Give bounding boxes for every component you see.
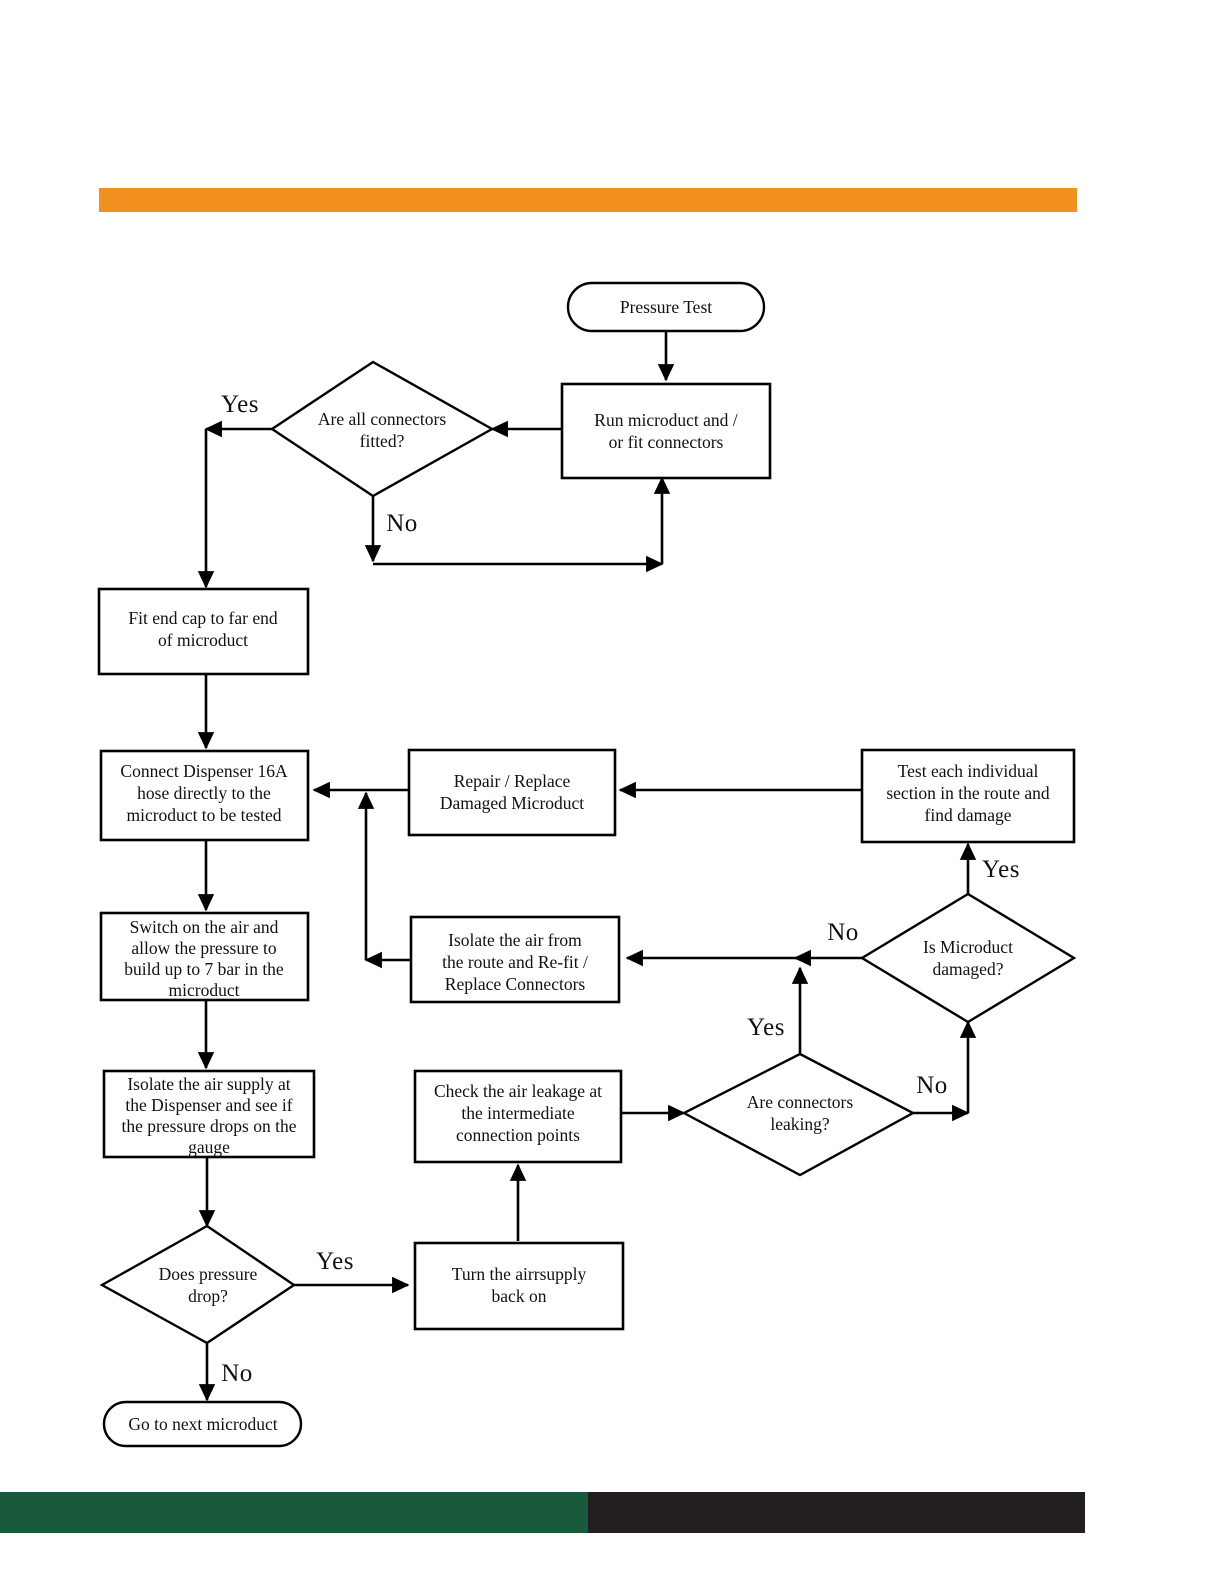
node-test-each-section-line-1: section in the route and: [886, 783, 1050, 803]
node-turn-air-supply-back-on[interactable]: Turn the airrsupply back on: [413, 1241, 625, 1331]
edge-label-leaking-yes: Yes: [747, 1014, 785, 1041]
node-isolate-air-route-line-1: the route and Re-fit /: [442, 952, 588, 972]
node-repair-replace-line-1: Damaged Microduct: [440, 793, 584, 813]
node-switch-on-air-line-3: microduct: [169, 980, 240, 1000]
node-pressure-test[interactable]: Pressure Test: [566, 281, 766, 333]
node-connect-dispenser-line-1: hose directly to the: [137, 783, 271, 803]
node-isolate-air-supply[interactable]: Isolate the air supply at the Dispenser …: [102, 1069, 316, 1159]
node-are-connectors-leaking-line-0: Are connectors: [747, 1092, 854, 1112]
edge-label-pressure-yes: Yes: [316, 1248, 354, 1275]
node-check-air-leakage-line-2: connection points: [456, 1125, 580, 1145]
node-are-all-connectors-fitted-line-1: fitted?: [360, 431, 405, 451]
connector-layer: [197, 331, 977, 1402]
node-go-to-next-microduct[interactable]: Go to next microduct: [102, 1400, 303, 1448]
node-does-pressure-drop[interactable]: Does pressure drop?: [99, 1224, 297, 1345]
node-switch-on-air-line-1: allow the pressure to: [131, 938, 277, 958]
node-run-microduct[interactable]: Run microduct and / or fit connectors: [560, 382, 772, 480]
node-test-each-section-line-0: Test each individual: [898, 761, 1039, 781]
node-turn-air-supply-back-on-line-1: back on: [492, 1286, 547, 1306]
node-isolate-air-route-line-0: Isolate the air from: [448, 930, 582, 950]
edge-label-microduct-yes: Yes: [982, 856, 1020, 883]
edge-label-allfitted-yes: Yes: [221, 391, 259, 418]
orange-accent-bar: [99, 188, 1077, 212]
node-test-each-section-line-2: find damage: [925, 805, 1012, 825]
node-is-microduct-damaged-line-0: Is Microduct: [923, 937, 1013, 957]
node-does-pressure-drop-line-0: Does pressure: [159, 1264, 258, 1284]
node-are-all-connectors-fitted[interactable]: Are all connectors fitted?: [269, 360, 495, 498]
node-switch-on-air-line-2: build up to 7 bar in the: [124, 959, 284, 979]
node-are-all-connectors-fitted-line-0: Are all connectors: [318, 409, 446, 429]
node-connect-dispenser-line-0: Connect Dispenser 16A: [120, 761, 288, 781]
node-test-each-section[interactable]: Test each individual section in the rout…: [860, 748, 1076, 844]
node-is-microduct-damaged-line-1: damaged?: [933, 959, 1004, 979]
node-check-air-leakage-line-0: Check the air leakage at: [434, 1081, 602, 1101]
node-repair-replace[interactable]: Repair / Replace Damaged Microduct: [407, 748, 617, 837]
edge-label-allfitted-no: No: [386, 510, 418, 537]
footer-green-band: [0, 1492, 588, 1533]
node-check-air-leakage[interactable]: Check the air leakage at the intermediat…: [413, 1069, 623, 1164]
node-fit-end-cap[interactable]: Fit end cap to far end of microduct: [97, 587, 310, 676]
node-run-microduct-line-0: Run microduct and /: [594, 410, 738, 430]
node-isolate-air-supply-line-1: the Dispenser and see if: [125, 1095, 292, 1115]
node-check-air-leakage-line-1: the intermediate: [461, 1103, 574, 1123]
node-isolate-air-supply-line-2: the pressure drops on the: [122, 1116, 297, 1136]
edge-label-pressure-no: No: [221, 1360, 253, 1387]
node-turn-air-supply-back-on-line-0: Turn the airrsupply: [452, 1264, 587, 1284]
node-switch-on-air-line-0: Switch on the air and: [130, 917, 279, 937]
node-switch-on-air[interactable]: Switch on the air and allow the pressure…: [99, 911, 310, 1002]
edge-label-microduct-no: No: [827, 919, 859, 946]
node-isolate-air-supply-line-3: gauge: [188, 1137, 230, 1157]
node-are-connectors-leaking-line-1: leaking?: [770, 1114, 830, 1134]
node-repair-replace-line-0: Repair / Replace: [454, 771, 571, 791]
node-pressure-test-line-0: Pressure Test: [620, 297, 712, 317]
node-connect-dispenser[interactable]: Connect Dispenser 16A hose directly to t…: [99, 749, 310, 842]
edge-label-layer: Yes No Yes No Yes No Yes No: [221, 391, 1020, 1387]
node-connect-dispenser-line-2: microduct to be tested: [126, 805, 281, 825]
node-isolate-air-route-line-2: Replace Connectors: [445, 974, 586, 994]
node-isolate-air-route[interactable]: Isolate the air from the route and Re-fi…: [409, 915, 621, 1004]
node-does-pressure-drop-line-1: drop?: [188, 1286, 228, 1306]
node-fit-end-cap-line-0: Fit end cap to far end: [128, 608, 277, 628]
node-is-microduct-damaged[interactable]: Is Microduct damaged?: [859, 892, 1077, 1024]
node-are-connectors-leaking[interactable]: Are connectors leaking?: [681, 1052, 916, 1177]
node-go-to-next-microduct-line-0: Go to next microduct: [128, 1414, 277, 1434]
node-isolate-air-supply-line-0: Isolate the air supply at: [127, 1074, 290, 1094]
node-run-microduct-line-1: or fit connectors: [609, 432, 724, 452]
node-fit-end-cap-line-1: of microduct: [158, 630, 248, 650]
footer-dark-band: [588, 1492, 1085, 1533]
edge-label-leaking-no: No: [916, 1072, 948, 1099]
